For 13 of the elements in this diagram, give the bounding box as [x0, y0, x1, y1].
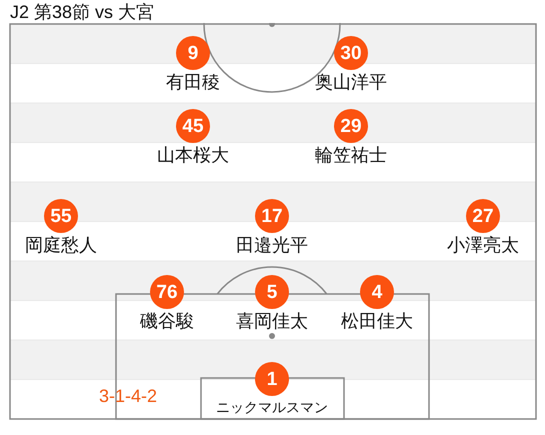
- player-name: ニックマルスマン: [216, 399, 328, 416]
- player-name: 田邉光平: [236, 235, 308, 256]
- player-name: 輪笠祐士: [315, 145, 387, 166]
- player-name: 喜岡佳太: [236, 311, 308, 332]
- player-name: 山本桜大: [157, 145, 229, 166]
- formation-label: 3-1-4-2: [99, 387, 158, 407]
- title: J2 第38節 vs 大宮: [10, 3, 154, 23]
- player-name: 奥山洋平: [315, 72, 387, 93]
- player-name: 松田佳大: [341, 311, 413, 332]
- player-name: 小澤亮太: [447, 235, 519, 256]
- player-name: 磯谷駿: [140, 311, 194, 332]
- player-name: 岡庭愁人: [25, 235, 97, 256]
- player-name: 有田稜: [166, 72, 220, 93]
